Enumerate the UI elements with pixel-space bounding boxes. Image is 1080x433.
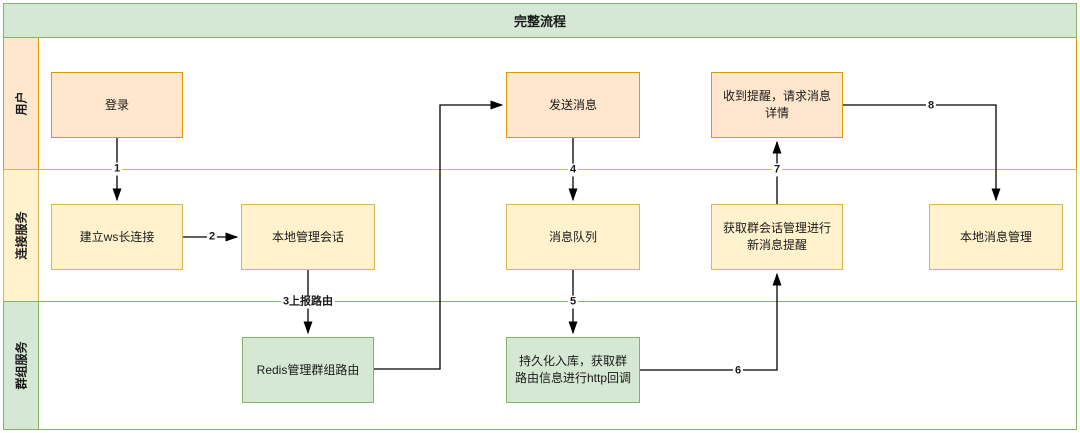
node-send-message: 发送消息 xyxy=(506,72,640,138)
node-local-message: 本地消息管理 xyxy=(929,204,1063,270)
lane-user-label: 用户 xyxy=(14,91,29,116)
node-persist-callback: 持久化入库，获取群路由信息进行http回调 xyxy=(506,337,640,403)
edge-label-3: 3上报路由 xyxy=(280,295,336,309)
edge-label-2: 2 xyxy=(206,230,218,244)
node-group-session-notify: 获取群会话管理进行新消息提醒 xyxy=(711,204,843,270)
lane-connection-service-label-strip: 连接服务 xyxy=(4,170,39,301)
lane-user-label-strip: 用户 xyxy=(4,38,39,169)
edge-label-4: 4 xyxy=(567,163,579,177)
node-local-session: 本地管理会话 xyxy=(241,204,375,270)
lane-connection-service-label: 连接服务 xyxy=(14,211,29,260)
edge-label-6: 6 xyxy=(732,364,744,378)
edge-label-8: 8 xyxy=(925,99,937,113)
edge-label-5: 5 xyxy=(567,295,579,309)
lane-group-service-label-strip: 群组服务 xyxy=(4,302,39,429)
node-redis-route: Redis管理群组路由 xyxy=(242,337,374,403)
edge-label-7: 7 xyxy=(771,163,783,177)
edge-label-1: 1 xyxy=(111,162,123,176)
node-ws-connect: 建立ws长连接 xyxy=(51,204,183,270)
lane-group-service-label: 群组服务 xyxy=(14,341,29,390)
node-message-queue: 消息队列 xyxy=(506,204,640,270)
node-login: 登录 xyxy=(51,72,183,138)
node-receive-notify: 收到提醒，请求消息详情 xyxy=(711,72,843,138)
pool-title: 完整流程 xyxy=(3,3,1077,38)
